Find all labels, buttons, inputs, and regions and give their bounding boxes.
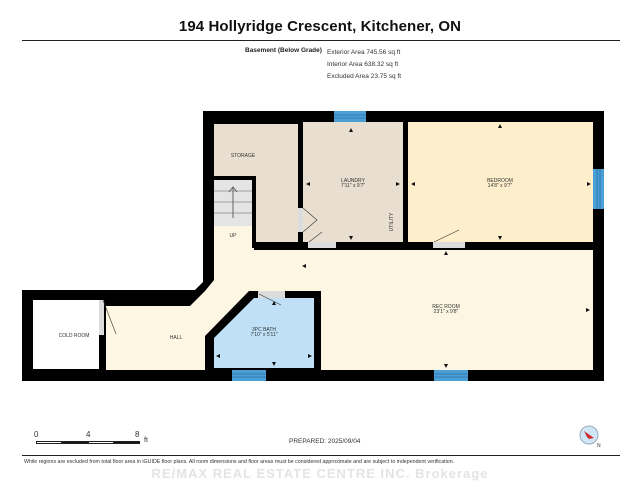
label-cold-room: COLD ROOM	[59, 333, 90, 339]
label-storage: STORAGE	[231, 153, 256, 159]
scale-segment	[36, 441, 62, 444]
label-bath: 3PC BATH	[252, 327, 276, 333]
label-hall: HALL	[170, 335, 183, 341]
scale-tick-8: 8	[135, 430, 140, 439]
footer-divider	[22, 455, 620, 456]
level-label: Basement (Below Grade)	[245, 47, 322, 54]
scale-unit: ft	[144, 437, 148, 444]
dims-rec-room: 23'1" x 9'8"	[434, 309, 459, 315]
scale-segment	[62, 441, 88, 444]
room-laundry	[303, 122, 403, 242]
label-rec-room: REC ROOM	[432, 304, 460, 310]
label-utility: UTILITY	[389, 212, 395, 231]
dims-laundry: 7'11" x 9'7"	[341, 183, 365, 189]
window-rec-room	[434, 370, 468, 381]
door-bath[interactable]	[258, 291, 285, 298]
label-bedroom: BEDROOM	[487, 178, 513, 184]
room-bedroom	[408, 122, 593, 242]
excluded-area: Excluded Area 23.75 sq ft	[327, 73, 402, 80]
dims-bath: 7'10" x 5'11"	[250, 332, 277, 338]
window-laundry	[334, 111, 366, 122]
scale-tick-0: 0	[34, 430, 39, 439]
room-cold-room	[33, 300, 99, 369]
room-bath	[214, 298, 314, 368]
window-bedroom	[593, 169, 604, 209]
brokerage-watermark: RE/MAX REAL ESTATE CENTRE INC. Brokerage	[151, 466, 489, 481]
door-cold-room[interactable]	[99, 300, 104, 335]
dims-bedroom: 14'8" x 9'7"	[488, 183, 513, 189]
window-bath	[232, 370, 266, 381]
title-divider	[22, 40, 620, 41]
area-summary: Exterior Area 745.56 sq ft Interior Area…	[327, 47, 401, 83]
disclaimer-text: While regions are excluded from total fl…	[24, 459, 455, 465]
prepared-date: PREPARED: 2025/09/04	[289, 438, 361, 445]
compass-icon: N	[579, 425, 601, 448]
door-bedroom[interactable]	[433, 242, 465, 248]
dimension-markers	[216, 124, 591, 368]
label-stairs-up: UP	[230, 233, 238, 239]
exterior-area: Exterior Area 745.56 sq ft	[327, 49, 401, 56]
interior-area: Interior Area 638.32 sq ft	[327, 61, 399, 68]
compass-north-label: N	[597, 443, 601, 448]
scale-segment	[88, 441, 114, 444]
door-laundry[interactable]	[308, 242, 336, 248]
label-laundry: LAUNDRY	[341, 178, 365, 184]
scale-tick-4: 4	[86, 430, 91, 439]
scale-segment	[114, 441, 140, 444]
door-storage[interactable]	[298, 208, 303, 232]
scale-bar: 0 4 8 ft	[30, 430, 160, 450]
property-title: 194 Hollyridge Crescent, Kitchener, ON	[178, 18, 462, 35]
